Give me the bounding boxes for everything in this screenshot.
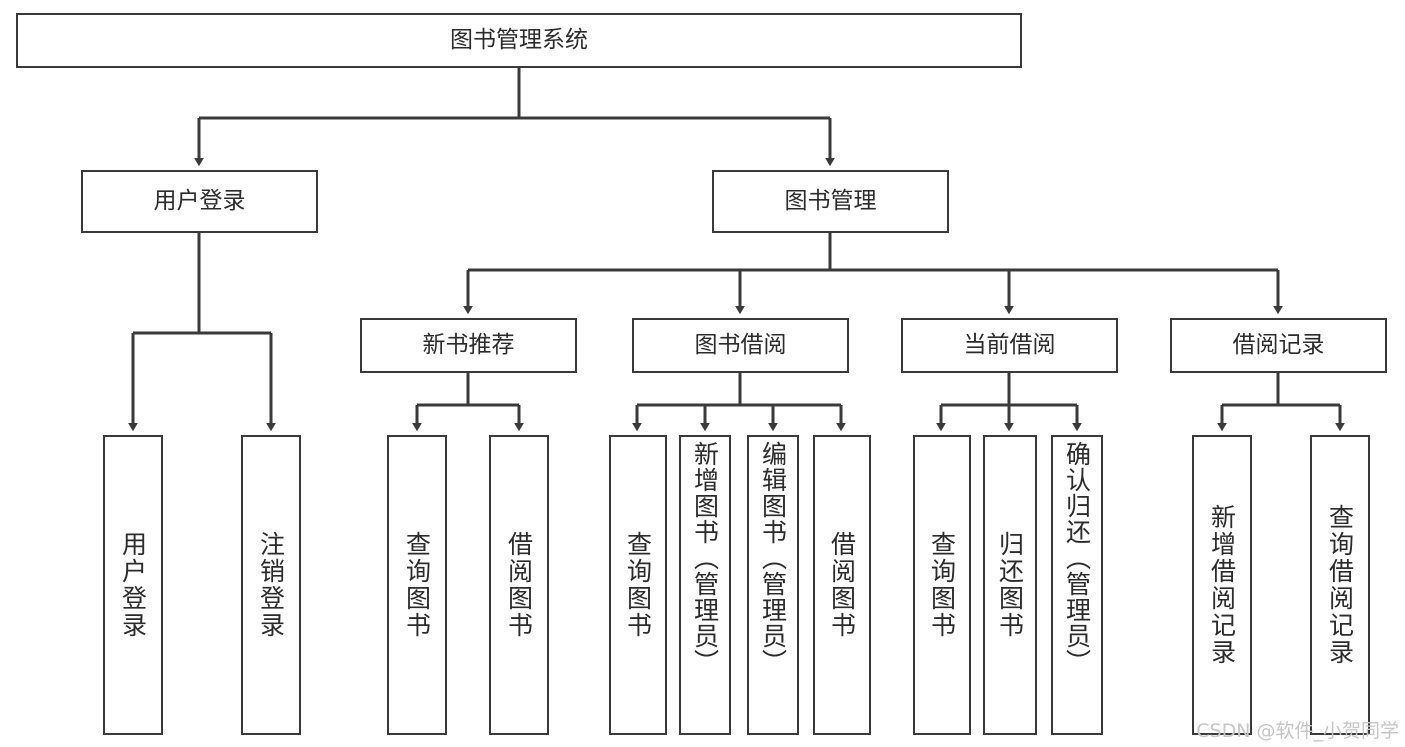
node-label: 借阅图书: [504, 531, 534, 639]
node-label: 查询图书: [927, 531, 957, 639]
node-label: 查询借阅记录: [1325, 504, 1355, 666]
node-label: 当前借阅: [963, 332, 1056, 359]
node-new-book-recommend[interactable]: 新书推荐: [360, 318, 577, 373]
node-current-borrow[interactable]: 当前借阅: [901, 318, 1118, 373]
node-label: 图书管理: [784, 188, 877, 215]
node-label: 用户登录: [153, 188, 246, 215]
node-book-management[interactable]: 图书管理: [712, 170, 949, 233]
node-borrow-record[interactable]: 借阅记录: [1170, 318, 1387, 373]
leaf-query-book-borrow[interactable]: 查询图书: [609, 435, 667, 735]
leaf-borrow-book-new[interactable]: 借阅图书: [489, 435, 549, 735]
node-label: 图书借阅: [694, 332, 787, 359]
leaf-user-login[interactable]: 用户登录: [103, 435, 163, 735]
leaf-add-borrow-record[interactable]: 新增借阅记录: [1192, 435, 1252, 735]
node-label: 确认归还（管理员）: [1062, 441, 1092, 675]
watermark: CSDN @软件_小贺同学: [1196, 720, 1399, 742]
node-user-login[interactable]: 用户登录: [81, 170, 318, 233]
node-label: 编辑图书（管理员）: [758, 441, 788, 675]
leaf-return-book[interactable]: 归还图书: [983, 435, 1037, 735]
node-label: 图书管理系统: [450, 27, 588, 54]
leaf-query-book-new[interactable]: 查询图书: [387, 435, 447, 735]
node-book-borrow[interactable]: 图书借阅: [632, 318, 849, 373]
node-label: 查询图书: [402, 531, 432, 639]
node-label: 借阅图书: [827, 531, 857, 639]
leaf-user-logout[interactable]: 注销登录: [241, 435, 301, 735]
node-label: 注销登录: [256, 531, 286, 639]
node-label: 查询图书: [623, 531, 653, 639]
leaf-confirm-return-admin[interactable]: 确认归还（管理员）: [1051, 435, 1103, 735]
node-label: 新书推荐: [422, 332, 515, 359]
leaf-edit-book-admin[interactable]: 编辑图书（管理员）: [747, 435, 799, 735]
node-label: 新增借阅记录: [1207, 504, 1237, 666]
node-label: 归还图书: [995, 531, 1025, 639]
leaf-query-borrow-record[interactable]: 查询借阅记录: [1310, 435, 1370, 735]
leaf-add-book-admin[interactable]: 新增图书（管理员）: [679, 435, 731, 735]
node-label: 新增图书（管理员）: [690, 441, 720, 675]
node-label: 用户登录: [118, 531, 148, 639]
node-label: 借阅记录: [1232, 332, 1325, 359]
node-root-system[interactable]: 图书管理系统: [16, 13, 1022, 68]
leaf-borrow-book[interactable]: 借阅图书: [813, 435, 871, 735]
leaf-query-book-current[interactable]: 查询图书: [913, 435, 971, 735]
